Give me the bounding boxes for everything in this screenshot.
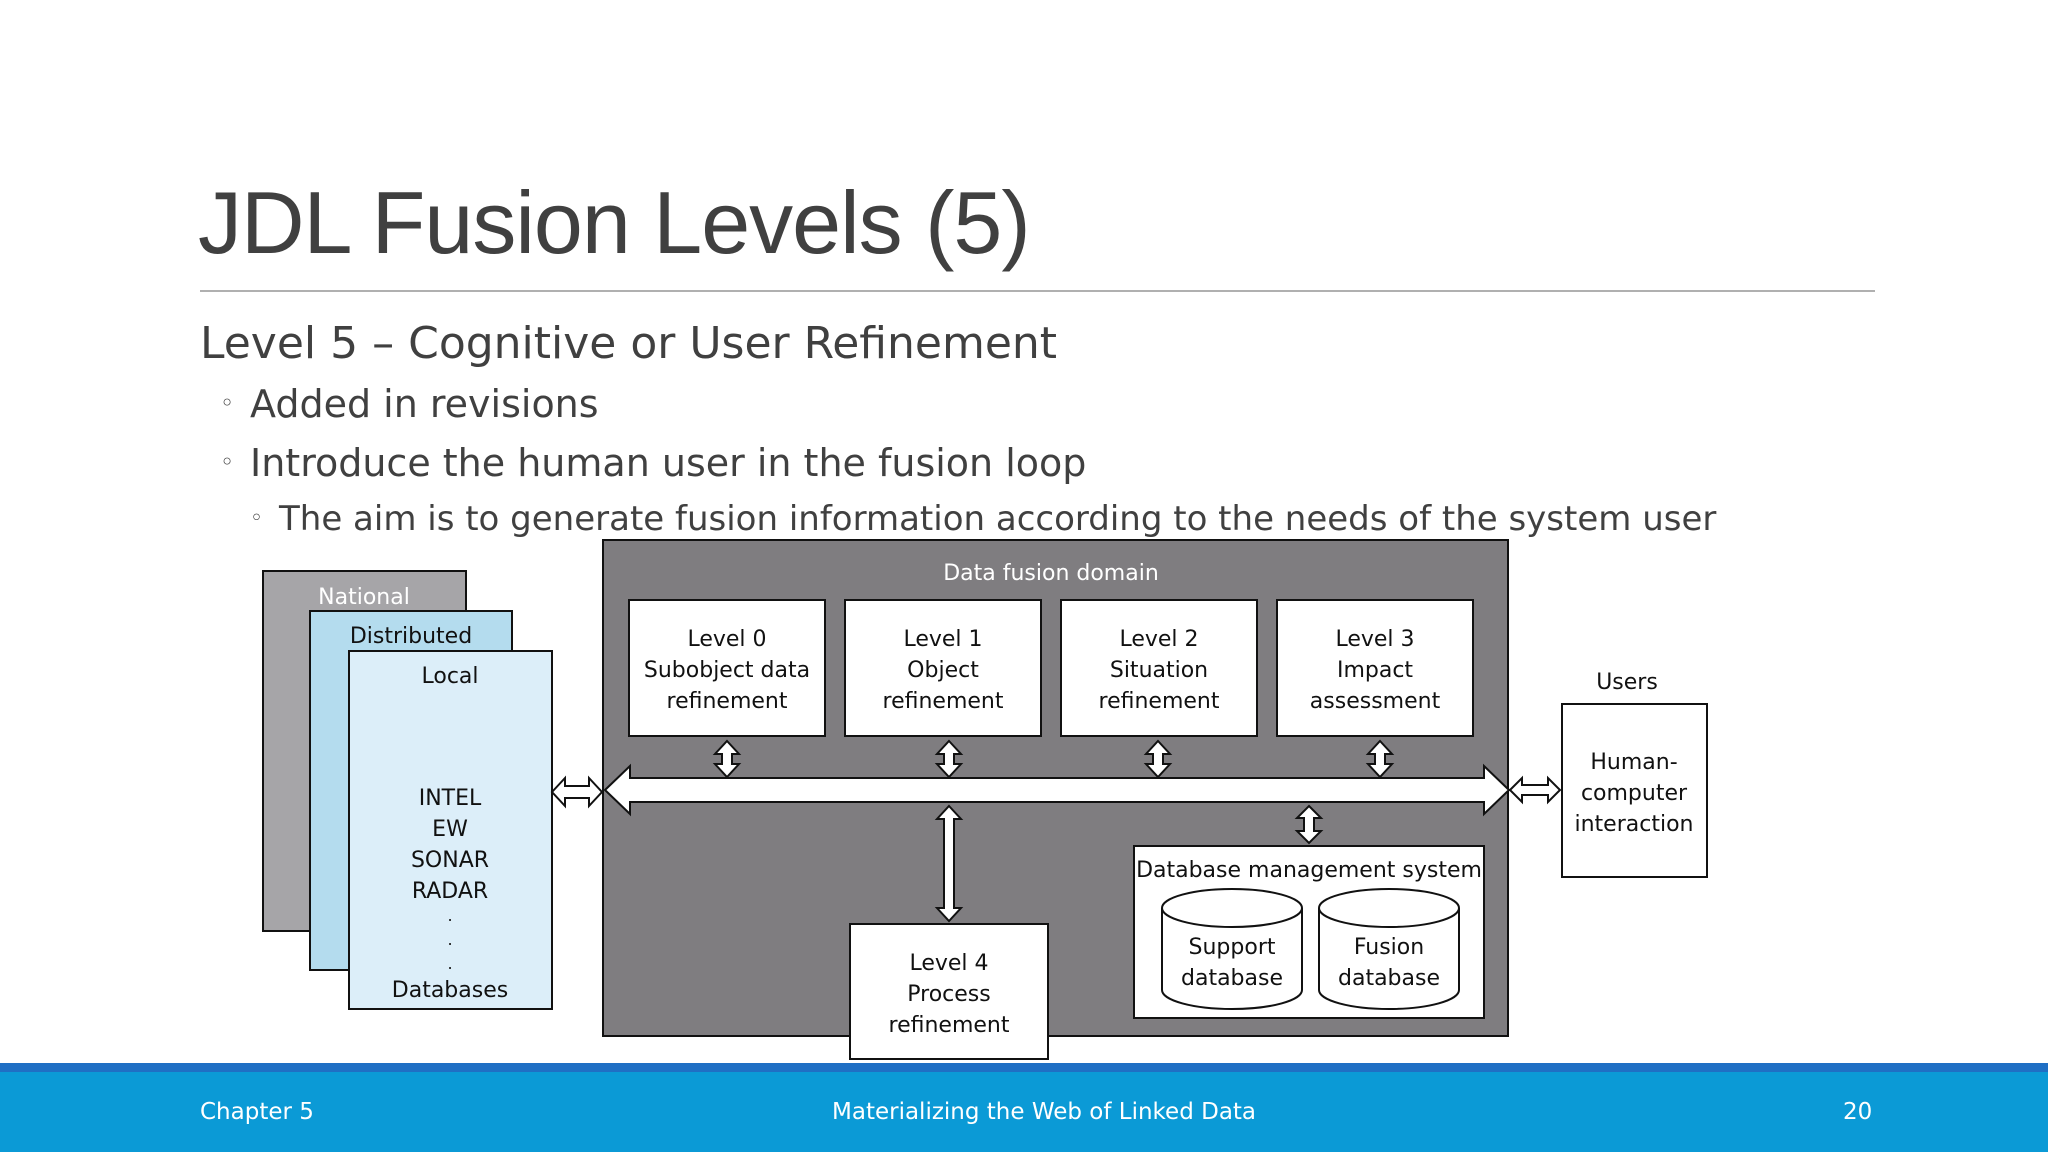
level-box-line: Situation [1110, 658, 1208, 683]
level-box-line: refinement [667, 689, 788, 714]
source-item: RADAR [412, 879, 488, 904]
users-label: Users [1596, 670, 1658, 695]
bullet-text: Added in revisions [250, 382, 599, 426]
distributed-label: Distributed [350, 624, 472, 649]
level4-line: refinement [889, 1013, 1010, 1038]
bullet-item: ◦ Introduce the human user in the fusion … [220, 439, 1086, 486]
level-box-line: Subobject data [644, 658, 810, 683]
level-box-line: refinement [1099, 689, 1220, 714]
local-label: Local [421, 664, 478, 689]
level-box-line: refinement [883, 689, 1004, 714]
bullet-circle-icon: ◦ [220, 448, 235, 476]
slide-heading: Level 5 – Cognitive or User Refinement [200, 318, 1058, 369]
level-box-line: assessment [1310, 689, 1441, 714]
local-card [348, 650, 553, 1010]
bullet-text: Introduce the human user in the fusion l… [250, 441, 1087, 485]
bullet-circle-icon: ◦ [220, 389, 235, 417]
bullet-circle-icon: ◦ [250, 506, 263, 531]
domain-label: Data fusion domain [943, 561, 1159, 586]
bullet-item: ◦ Added in revisions [220, 380, 599, 427]
source-item: . [447, 930, 452, 949]
source-item: . [447, 954, 452, 973]
fusion-db-line: database [1338, 966, 1440, 991]
level-box-line: Impact [1337, 658, 1413, 683]
hci-line: interaction [1575, 812, 1694, 837]
source-item: SONAR [411, 848, 489, 873]
level4-line: Process [907, 982, 990, 1007]
slide-footer: Chapter 5 Materializing the Web of Linke… [0, 1072, 2048, 1152]
support-db-line: database [1181, 966, 1283, 991]
bus-to-users-arrow [1508, 775, 1562, 805]
source-item: Databases [392, 978, 508, 1003]
dbms-label: Database management system [1136, 858, 1482, 883]
slide-title: JDL Fusion Levels (5) [198, 173, 1031, 272]
level-box-1: Level 1 Object refinement [844, 599, 1042, 737]
level-4-box: Level 4 Process refinement [849, 923, 1049, 1060]
source-item: EW [432, 817, 468, 842]
hci-line: Human- [1590, 750, 1677, 775]
human-computer-interaction-box: Human- computer interaction [1561, 703, 1708, 878]
bus-to-level4-arrow [934, 804, 964, 923]
level-box-0: Level 0 Subobject data refinement [628, 599, 826, 737]
sub-bullet-item: ◦ The aim is to generate fusion informati… [250, 498, 1716, 540]
level-box-line: Level 2 [1119, 627, 1198, 652]
support-db-line: Support [1189, 935, 1276, 960]
sources-to-bus-arrow [550, 775, 604, 809]
fusion-database-icon: Fusion database [1318, 888, 1460, 1010]
level-box-line: Object [907, 658, 979, 683]
footer-book-title: Materializing the Web of Linked Data [832, 1099, 1257, 1125]
footer-chapter: Chapter 5 [200, 1099, 314, 1125]
dbms-box: Database management system Support datab… [1133, 845, 1485, 1019]
sub-bullet-text: The aim is to generate fusion informatio… [279, 499, 1717, 539]
fusion-db-line: Fusion [1354, 935, 1424, 960]
source-item: INTEL [419, 786, 482, 811]
level-box-line: Level 3 [1335, 627, 1414, 652]
source-stack: National Distributed Local INTEL EW SONA… [262, 570, 553, 1010]
footer-page-number: 20 [1843, 1099, 1873, 1125]
footer-accent-line [0, 1063, 2048, 1072]
bus-to-dbms-arrow [1294, 804, 1324, 845]
support-database-icon: Support database [1161, 888, 1303, 1010]
source-item: . [447, 906, 452, 925]
level-box-line: Level 1 [903, 627, 982, 652]
level-connectors [712, 739, 1395, 779]
title-divider [200, 290, 1875, 292]
national-label: National [318, 585, 410, 610]
level-box-line: Level 0 [687, 627, 766, 652]
hci-line: computer [1581, 781, 1688, 806]
level4-line: Level 4 [909, 951, 988, 976]
level-box-3: Level 3 Impact assessment [1276, 599, 1474, 737]
level-box-2: Level 2 Situation refinement [1060, 599, 1258, 737]
